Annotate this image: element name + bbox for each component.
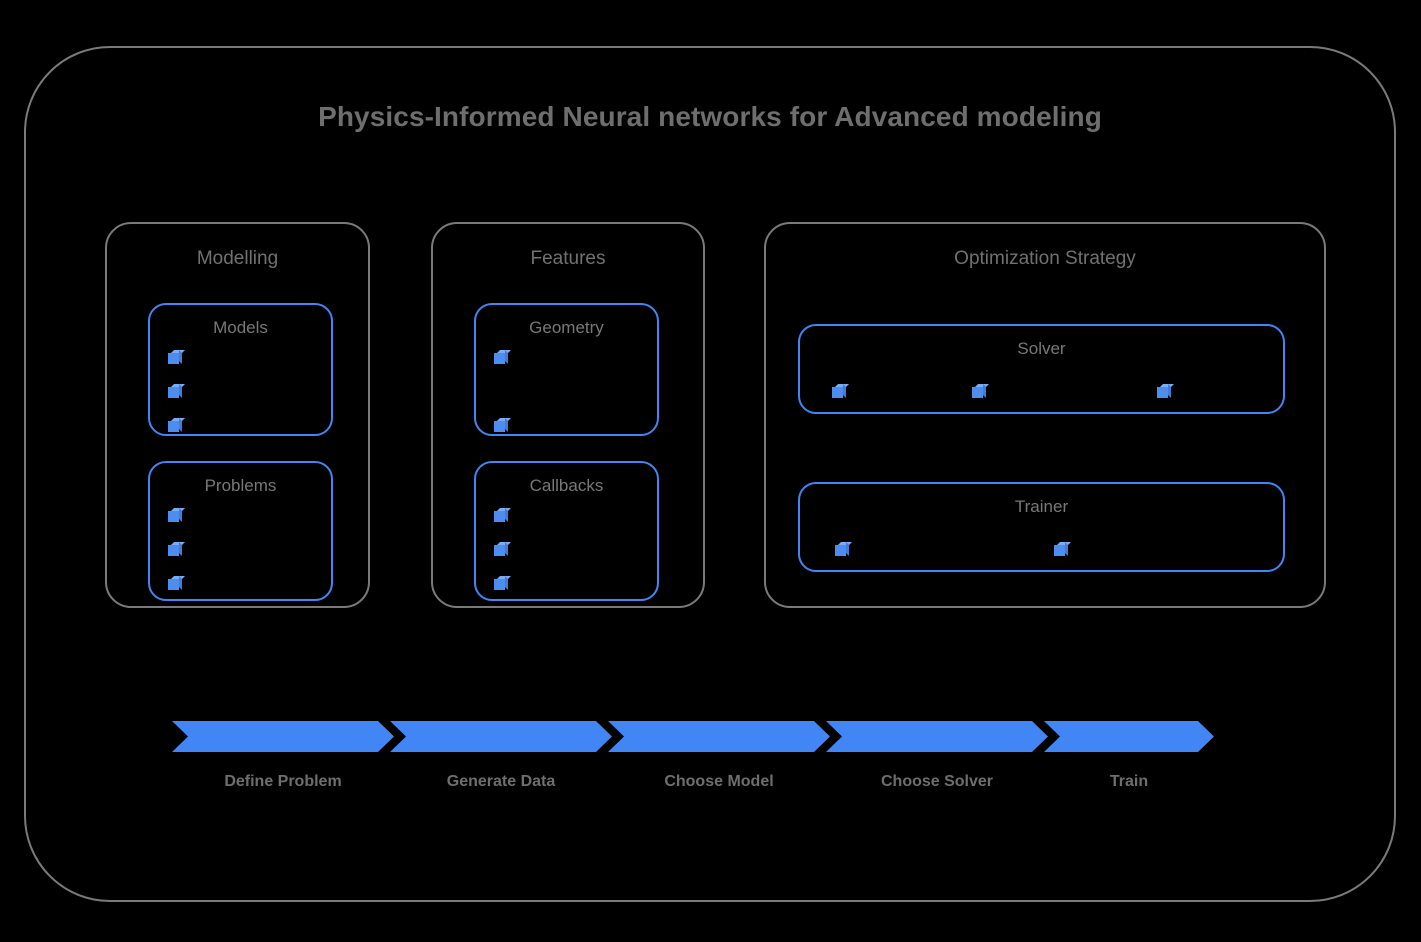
sub-box-solver[interactable]: Solver (798, 324, 1285, 414)
item-cube-icon (494, 542, 511, 556)
sub-box-trainer[interactable]: Trainer (798, 482, 1285, 572)
item-cube-icon (835, 542, 852, 556)
flow-step-label-define-problem: Define Problem (224, 773, 342, 790)
item-cube-icon (168, 384, 185, 398)
sub-box-title-models: Models (213, 318, 268, 337)
sub-box-title-geometry: Geometry (529, 318, 604, 337)
group-title-optimization-strategy: Optimization Strategy (954, 248, 1136, 269)
flow-step-arrow-define-problem[interactable] (172, 721, 394, 752)
group-panel-modelling[interactable]: Modelling (105, 222, 370, 608)
sub-box-title-problems: Problems (204, 476, 277, 495)
group-title-modelling: Modelling (196, 248, 279, 269)
flow-step-arrow-choose-solver[interactable] (826, 721, 1048, 752)
outer-container-frame (24, 46, 1396, 902)
flow-step-label-choose-model: Choose Model (664, 773, 774, 790)
flow-step-arrow-choose-model[interactable] (608, 721, 830, 752)
item-cube-icon (494, 418, 511, 432)
sub-box-geometry[interactable]: Geometry (474, 303, 659, 436)
flow-step-label-train: Train (1109, 773, 1149, 790)
item-cube-icon (494, 576, 511, 590)
item-cube-icon (494, 508, 511, 522)
group-panel-optimization-strategy[interactable]: Optimization Strategy (764, 222, 1326, 608)
item-cube-icon (168, 418, 185, 432)
sub-box-title-solver: Solver (1017, 339, 1066, 358)
group-title-features: Features (530, 248, 606, 269)
process-flow: Define Problem Generate Data Choose Mode… (172, 721, 1214, 790)
diagram-title: Physics-Informed Neural networks for Adv… (318, 101, 1102, 132)
item-cube-icon (168, 576, 185, 590)
item-cube-icon (494, 350, 511, 364)
item-cube-icon (1157, 384, 1174, 398)
item-cube-icon (168, 508, 185, 522)
sub-box-problems[interactable]: Problems (148, 461, 333, 601)
sub-box-title-callbacks: Callbacks (529, 476, 604, 495)
sub-box-title-trainer: Trainer (1014, 497, 1069, 516)
item-cube-icon (832, 384, 849, 398)
group-panel-features[interactable]: Features (431, 222, 705, 608)
item-cube-icon (972, 384, 989, 398)
flow-step-arrow-train[interactable] (1044, 721, 1214, 752)
sub-box-models[interactable]: Models (148, 303, 333, 436)
item-cube-icon (1054, 542, 1071, 556)
flow-step-arrow-generate-data[interactable] (390, 721, 612, 752)
item-cube-icon (168, 542, 185, 556)
flow-step-label-choose-solver: Choose Solver (880, 773, 994, 790)
item-cube-icon (168, 350, 185, 364)
sub-box-callbacks[interactable]: Callbacks (474, 461, 659, 601)
flow-step-label-generate-data: Generate Data (446, 773, 556, 790)
